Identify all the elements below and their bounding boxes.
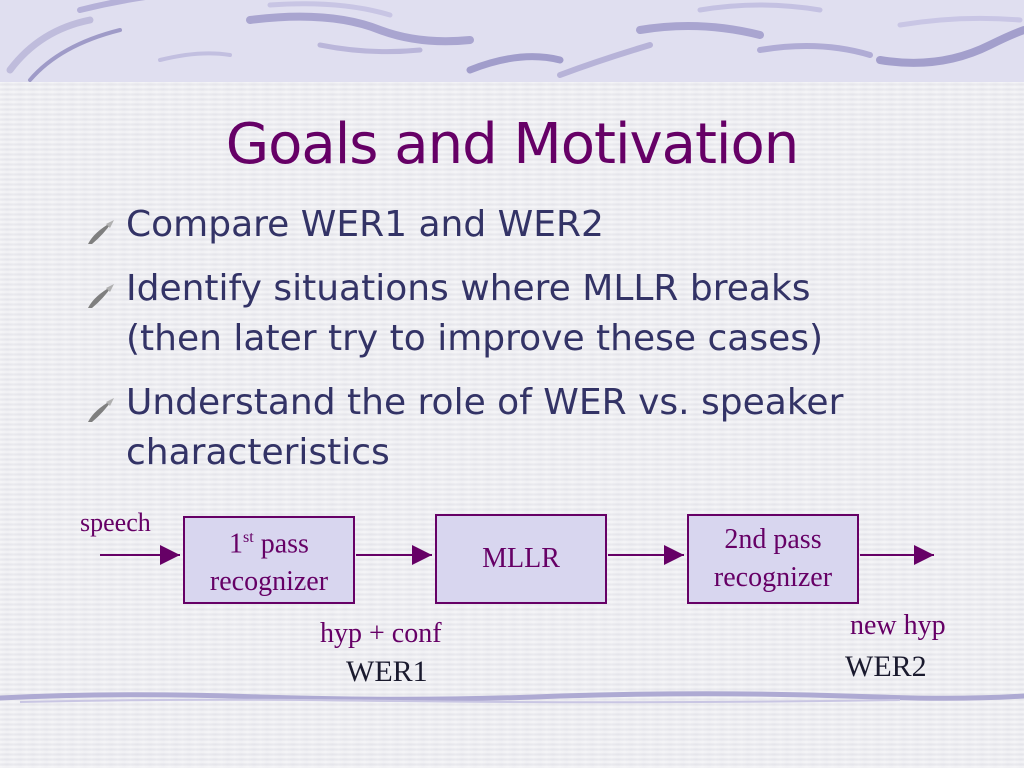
bullet-line: Understand the role of WER vs. speaker [126,382,844,423]
quill-brush-icon [84,274,118,308]
box1-line1-rest: pass [253,528,309,560]
wer2-label: WER2 [845,650,927,683]
box1-line2: recognizer [209,566,329,598]
bullet-item: Identify situations where MLLR breaks (t… [84,264,984,364]
bullet-line: Compare WER1 and WER2 [126,204,604,245]
box1-line1-base: 1 [229,528,244,560]
quill-brush-icon [84,210,118,244]
box3-line1: 2nd pass [724,524,822,555]
slide-title: Goals and Motivation [225,112,799,177]
decorative-banner [0,0,1024,82]
box3-line2: recognizer [713,562,833,593]
bullet-item: Compare WER1 and WER2 [84,200,984,250]
mllr-label: MLLR [482,543,560,574]
decorative-bottom-stroke [0,688,1024,708]
pipeline-diagram: speech 1st pass recognizer MLLR 2nd pass… [0,500,1024,700]
bullet-line: Identify situations where MLLR breaks [126,268,811,309]
bullet-line: characteristics [126,432,390,473]
bullet-list: Compare WER1 and WER2 Identify situation… [84,200,984,492]
box1-line1-sup: st [243,528,254,546]
mllr-box: MLLR [435,514,607,604]
first-pass-recognizer-box: 1st pass recognizer [183,516,355,604]
hyp-conf-label: hyp + conf [320,618,442,649]
quill-brush-icon [84,388,118,422]
bullet-line: (then later try to improve these cases) [126,318,824,359]
bullet-item: Understand the role of WER vs. speaker c… [84,378,984,478]
new-hyp-label: new hyp [850,610,946,641]
speech-input-label: speech [80,508,151,537]
wer1-label: WER1 [346,655,428,688]
second-pass-recognizer-box: 2nd pass recognizer [687,514,859,604]
